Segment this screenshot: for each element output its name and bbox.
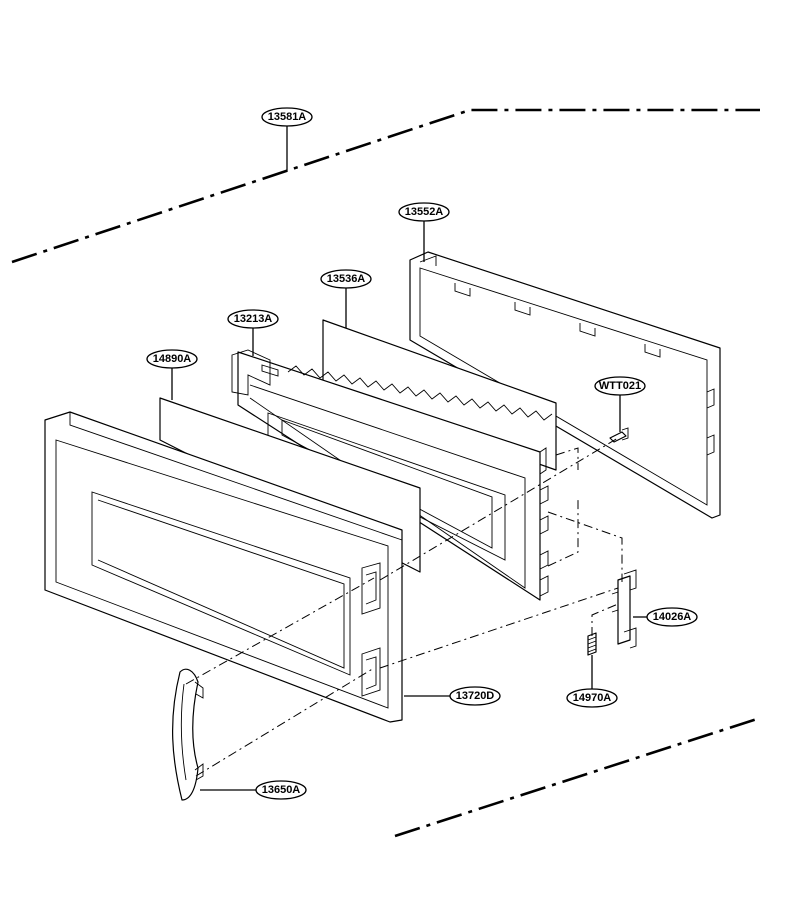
callout-13536A-text: 13536A — [327, 273, 366, 285]
callout-13720D: 13720D — [449, 686, 501, 706]
leader-lines — [171, 126, 647, 791]
part-latch-hook — [611, 569, 637, 649]
callout-13213A: 13213A — [227, 309, 279, 329]
boundary-lines — [11, 108, 761, 838]
callout-13650A: 13650A — [255, 780, 307, 800]
callout-13552A: 13552A — [398, 202, 450, 222]
callout-13213A-text: 13213A — [234, 313, 273, 325]
part-screen-panel — [322, 319, 557, 471]
callout-13581A: 13581A — [261, 107, 313, 127]
part-door-handle — [172, 668, 204, 801]
callout-13581A-text: 13581A — [268, 111, 307, 123]
callout-WTT021: WTT021 — [594, 376, 646, 396]
callout-13650A-text: 13650A — [262, 784, 301, 796]
callout-13552A-text: 13552A — [405, 206, 444, 218]
callout-WTT021-text: WTT021 — [599, 380, 641, 392]
assembly-lines — [185, 437, 623, 777]
callout-14970A-text: 14970A — [573, 692, 612, 704]
part-door-chassis — [231, 349, 553, 601]
callout-14970A: 14970A — [566, 688, 618, 708]
callout-14026A-text: 14026A — [653, 611, 692, 623]
callout-13536A: 13536A — [320, 269, 372, 289]
callout-14890A-text: 14890A — [153, 353, 192, 365]
part-spring — [587, 632, 597, 656]
part-door-front — [44, 411, 403, 723]
part-door-frame-outer — [409, 251, 721, 519]
callout-14026A: 14026A — [646, 607, 698, 627]
callout-14890A: 14890A — [146, 349, 198, 369]
callout-13720D-text: 13720D — [456, 690, 495, 702]
